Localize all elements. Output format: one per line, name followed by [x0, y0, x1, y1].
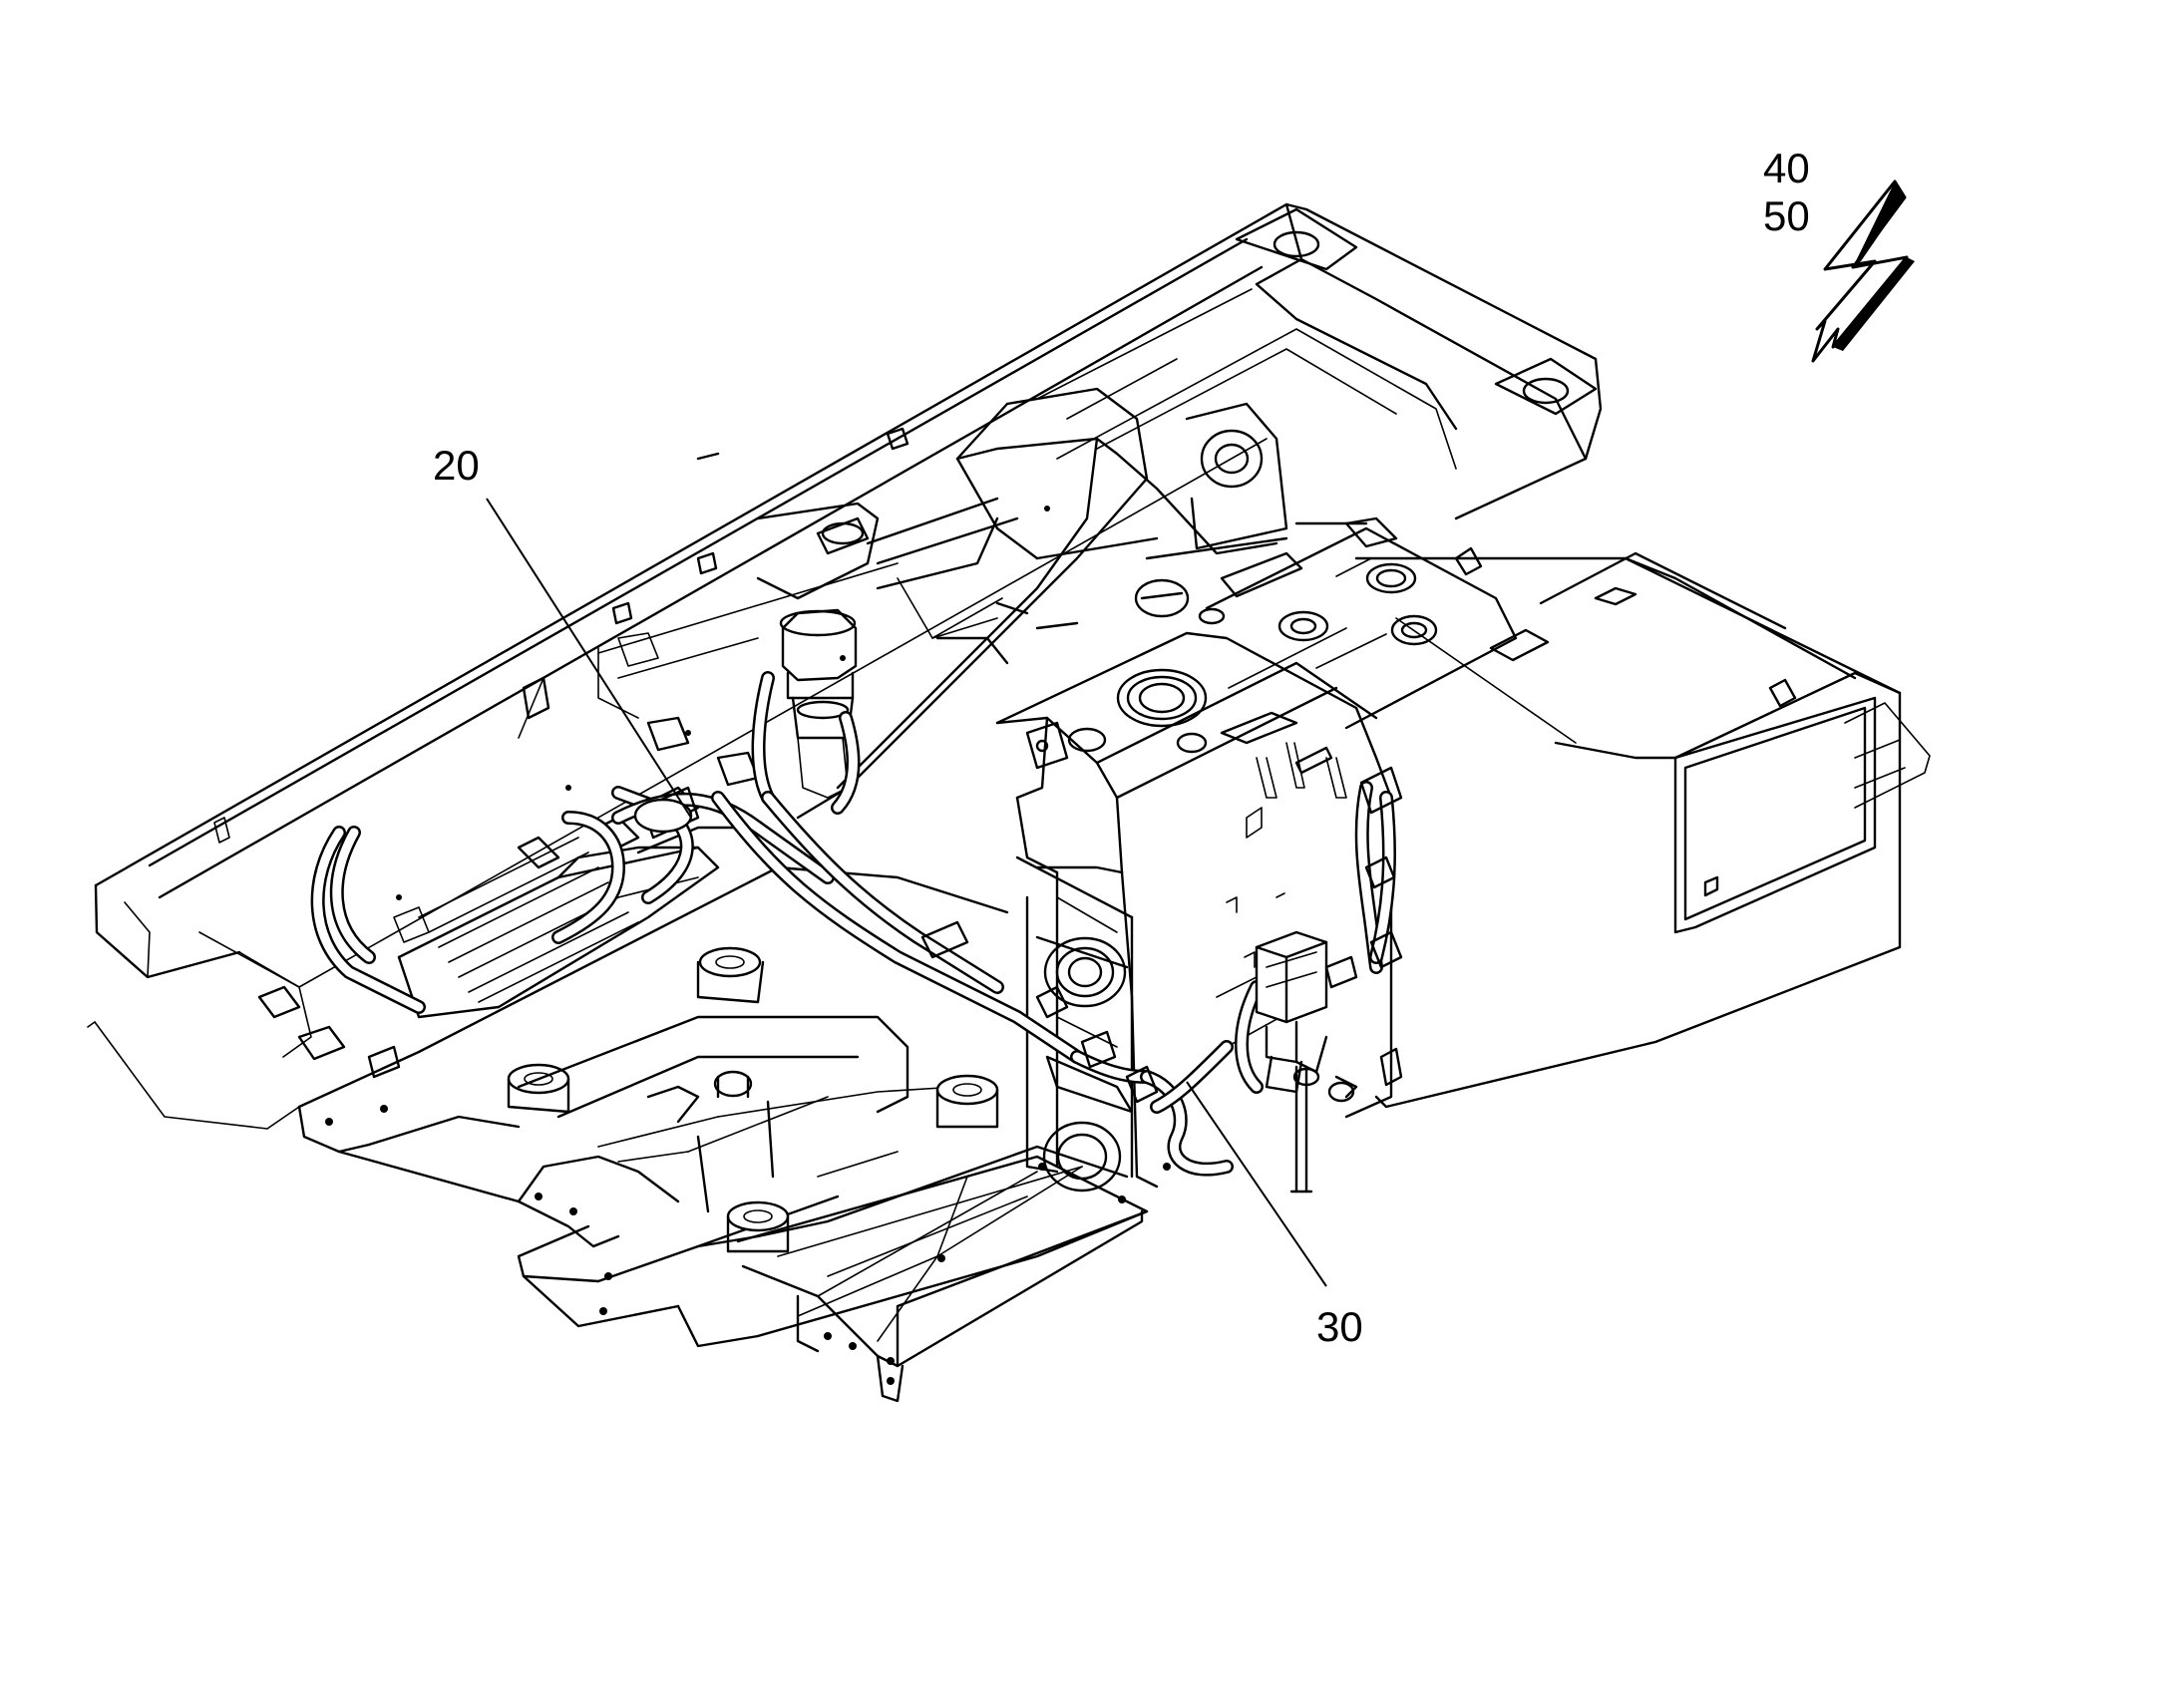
- reference-numeral-20: 20: [433, 442, 480, 489]
- valve-cluster: [1255, 930, 1358, 1194]
- right-hood-box: [1354, 551, 1931, 1109]
- bottom-left-plate: [213, 506, 1050, 1079]
- upper-deck-plates: [1198, 516, 1518, 730]
- filter-unit: [751, 608, 861, 815]
- front-cross-frame: [297, 865, 1149, 1348]
- reference-numeral-30: 30: [1316, 1303, 1363, 1350]
- front-lower-tray: [736, 1155, 1149, 1403]
- mounting-pads: [507, 946, 999, 1253]
- engine-cooler-area: [397, 786, 740, 1019]
- leader-line-30: [1186, 1081, 1327, 1287]
- upper-left-crossmembers: [597, 427, 1079, 787]
- inner-channel: [517, 1015, 909, 1213]
- central-block: [995, 631, 1393, 1189]
- reference-numeral-50: 50: [1763, 192, 1810, 239]
- diagonal-boom-member: [796, 387, 1368, 820]
- leader-line-20: [486, 498, 692, 819]
- hose-bundle-right: [1150, 766, 1403, 1114]
- hose-bundle-left: [310, 786, 1234, 1177]
- rear-cross-frame: [1036, 202, 1598, 470]
- block-front-face: [1015, 855, 1171, 1203]
- reference-numeral-40: 40: [1763, 145, 1810, 191]
